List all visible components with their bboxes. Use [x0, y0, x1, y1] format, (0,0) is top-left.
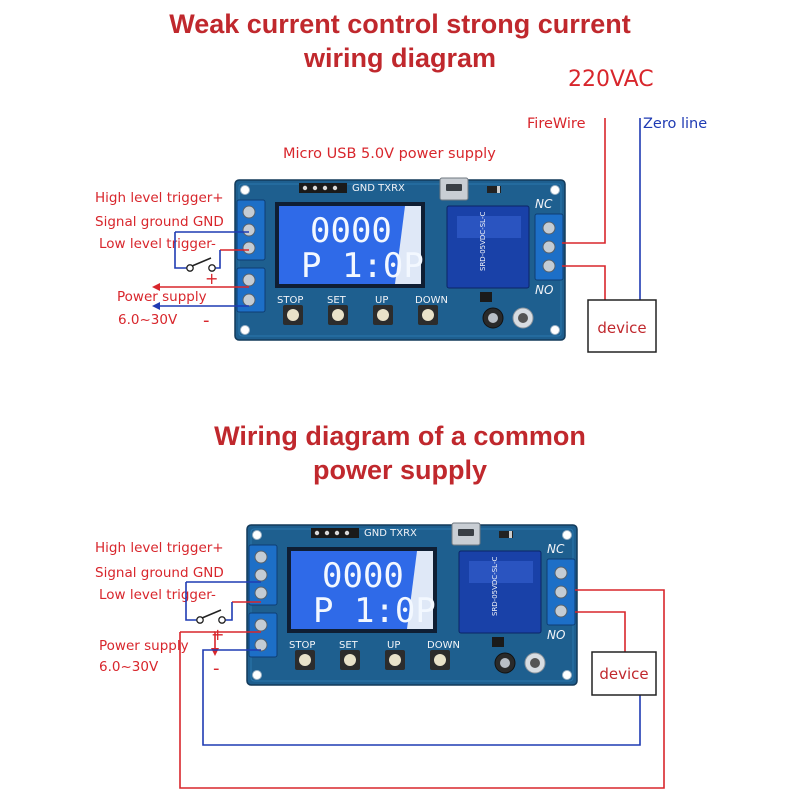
top-device-label: device	[597, 319, 646, 337]
top-power-voltage-label: 6.0~30V	[118, 312, 178, 328]
top-device-box	[587, 299, 657, 353]
lcd-line2: P 1:0P	[313, 591, 436, 631]
bottom-relay-board: GND TXRX 0000 P 1:0P SRD-05VDC-SL-C NC N…	[246, 522, 578, 686]
firewire-label: FireWire	[527, 116, 586, 132]
top-relay-board: GND TXRX 0000 P 1:0P SRD-05VDC-SL-C NC N…	[234, 177, 566, 341]
top-minus-sign: -	[203, 310, 210, 331]
button-stop-label: STOP	[289, 640, 315, 651]
lcd-line2: P 1:0P	[301, 246, 424, 286]
bottom-switch-icon	[196, 609, 226, 624]
lcd-line1: 0000	[310, 211, 392, 251]
top-title-line1: Weak current control strong current	[169, 9, 631, 39]
relay-model: SRD-05VDC-SL-C	[491, 557, 499, 616]
bottom-device-box	[591, 651, 657, 696]
no-label: NO	[535, 283, 553, 297]
top-firewire-wire	[562, 118, 606, 244]
top-no-to-device-wire	[562, 265, 606, 300]
button-set-label: SET	[327, 295, 347, 306]
button-set-label: SET	[339, 640, 359, 651]
top-low-trigger-label: Low level trigger-	[99, 236, 216, 252]
nc-label: NC	[547, 542, 565, 556]
top-switch-left-wire	[174, 232, 190, 269]
button-stop-label: STOP	[277, 295, 303, 306]
bottom-common-supply-loop	[179, 589, 665, 789]
voltage-label: 220VAC	[568, 67, 654, 92]
bottom-power-voltage-label: 6.0~30V	[99, 659, 159, 675]
bottom-signal-ground-label: Signal ground GND	[95, 565, 224, 581]
bottom-title-line2: power supply	[312, 455, 488, 485]
bottom-power-minus-loop	[202, 649, 641, 746]
lcd-line1: 0000	[322, 556, 404, 596]
top-plus-sign: +	[205, 269, 218, 288]
button-down-label: DOWN	[427, 640, 460, 651]
top-signal-ground-label: Signal ground GND	[95, 214, 224, 230]
bottom-no-to-device-wire	[575, 611, 626, 652]
relay-model: SRD-05VDC-SL-C	[479, 212, 487, 271]
top-power-supply-label: Power supply	[117, 289, 207, 305]
usb-power-label: Micro USB 5.0V power supply	[283, 146, 496, 162]
zero-line-label: Zero line	[643, 116, 707, 132]
top-switch-icon	[186, 257, 216, 272]
header-label: GND TXRX	[352, 183, 405, 194]
button-up-label: UP	[375, 295, 388, 306]
bottom-low-trigger-label: Low level trigger-	[99, 587, 216, 603]
top-title-line2: wiring diagram	[303, 43, 497, 73]
bottom-switch-left-wire	[185, 582, 200, 621]
bottom-title-line1: Wiring diagram of a common	[214, 421, 586, 451]
bottom-device-label: device	[599, 665, 648, 683]
button-down-label: DOWN	[415, 295, 448, 306]
bottom-power-supply-label: Power supply	[99, 638, 189, 654]
top-diagram: GND TXRX 0000 P 1:0P SRD-05VDC-SL-C NC N…	[95, 67, 707, 353]
nc-label: NC	[535, 197, 553, 211]
header-label: GND TXRX	[364, 528, 417, 539]
bottom-minus-sign: -	[213, 658, 220, 679]
bottom-diagram: GND TXRX 0000 P 1:0P SRD-05VDC-SL-C NC N…	[95, 522, 665, 789]
bottom-plus-sign: +	[211, 625, 224, 644]
bottom-high-trigger-label: High level trigger+	[95, 540, 224, 556]
no-label: NO	[547, 628, 565, 642]
button-up-label: UP	[387, 640, 400, 651]
top-high-trigger-label: High level trigger+	[95, 190, 224, 206]
